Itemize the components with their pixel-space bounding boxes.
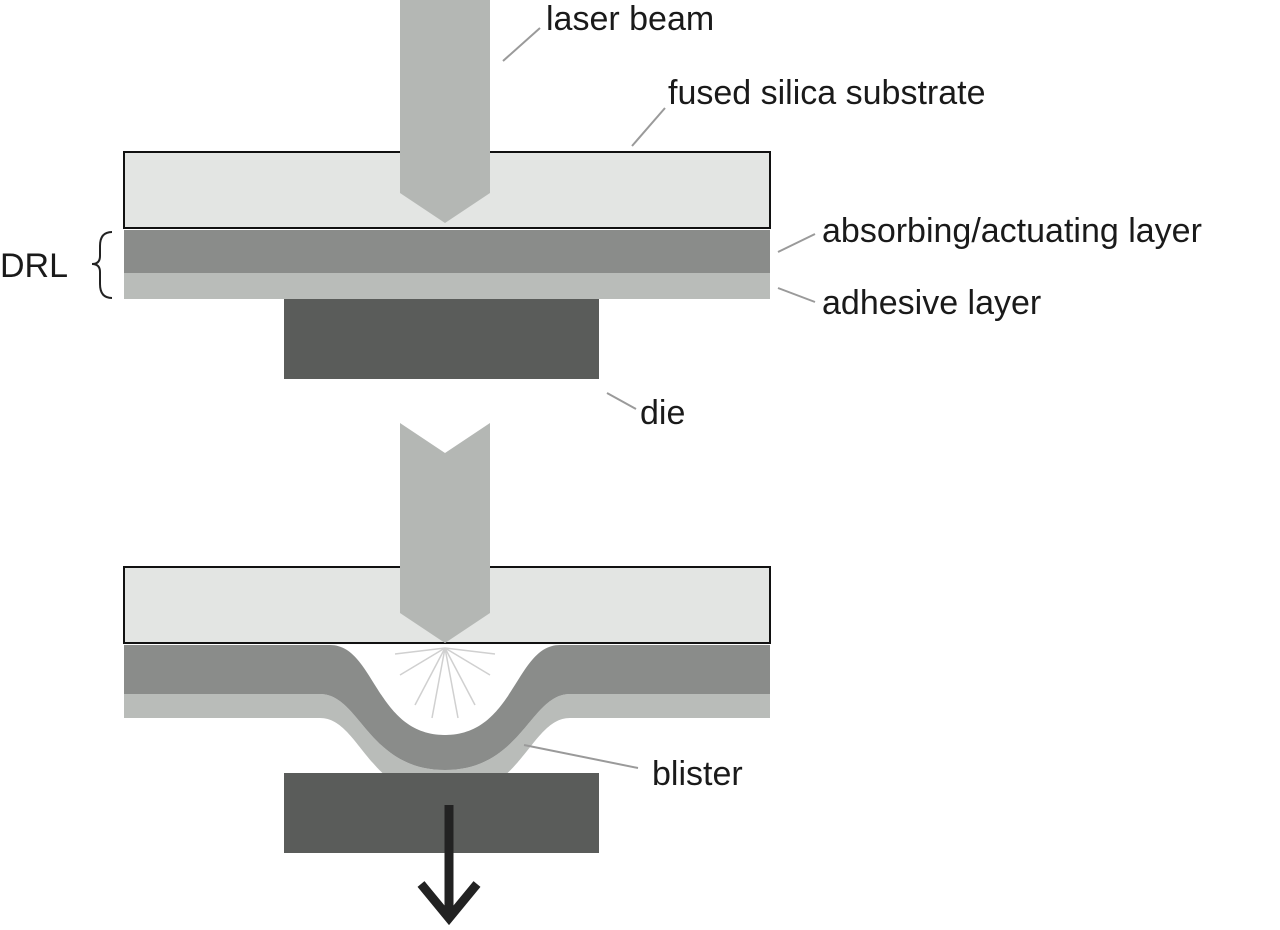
label-blister: blister — [652, 755, 743, 793]
leader-die — [606, 392, 637, 410]
leader-substrate — [631, 107, 666, 147]
label-drl: DRL — [0, 247, 68, 285]
leader-absorbing — [777, 233, 816, 253]
absorbing-layer-bottom — [124, 645, 770, 770]
leader-adhesive — [777, 287, 816, 303]
release-arrow-head — [417, 881, 481, 926]
adhesive-layer-top — [124, 273, 770, 299]
panel-before — [91, 0, 771, 379]
leader-blister — [523, 744, 639, 769]
drl-brace — [91, 231, 113, 299]
die-top — [284, 299, 599, 379]
absorbing-layer-top — [124, 230, 770, 273]
die-bottom — [284, 773, 599, 853]
label-substrate: fused silica substrate — [668, 74, 986, 112]
blister-cavity — [340, 645, 550, 735]
label-absorbing-layer: absorbing/actuating layer — [822, 212, 1202, 250]
ablation-rays — [394, 647, 496, 719]
laser-beam-arrow-top — [400, 0, 490, 223]
label-adhesive-layer: adhesive layer — [822, 284, 1041, 322]
laser-beam-arrow-bottom — [400, 423, 490, 643]
label-die: die — [640, 394, 685, 432]
leader-laser-beam — [502, 27, 541, 62]
panel-after — [123, 423, 771, 926]
label-laser-beam: laser beam — [546, 0, 714, 38]
